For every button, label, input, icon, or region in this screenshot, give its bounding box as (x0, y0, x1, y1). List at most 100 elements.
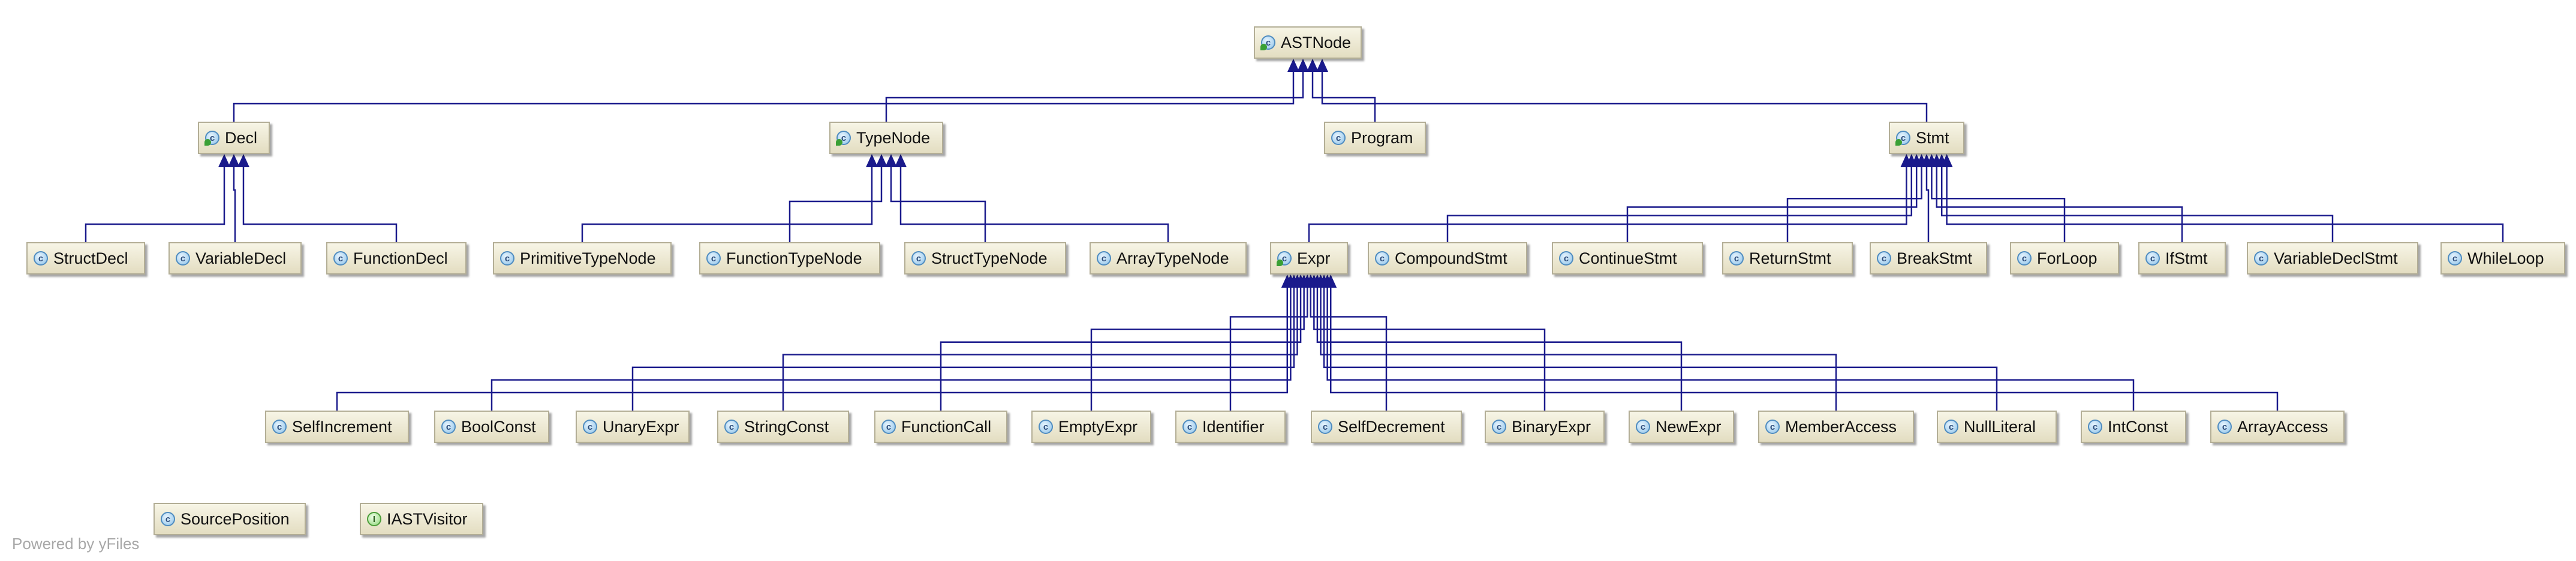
node-label: ReturnStmt (1749, 249, 1831, 267)
class-icon: c (1492, 420, 1506, 434)
node-returnstmt[interactable]: c ReturnStmt (1722, 242, 1853, 275)
node-structdecl[interactable]: c StructDecl (26, 242, 145, 275)
inheritance-edge-functioncall (940, 288, 1302, 411)
node-functioncall[interactable]: c FunctionCall (874, 411, 1007, 443)
node-variabledecl[interactable]: c VariableDecl (168, 242, 302, 275)
watermark: Powered by yFiles (12, 535, 140, 553)
inheritance-edge-emptyexpr (1090, 288, 1305, 411)
arrowhead-arraytypenode (895, 154, 907, 167)
class-icon: c (34, 251, 48, 266)
node-label: FunctionCall (901, 417, 992, 436)
node-expr[interactable]: c Expr (1270, 242, 1348, 275)
node-forloop[interactable]: c ForLoop (2010, 242, 2119, 275)
node-label: StructTypeNode (931, 249, 1048, 267)
inheritance-edge-newexpr (1316, 288, 1683, 411)
node-stmt[interactable]: c Stmt (1889, 122, 1964, 154)
class-icon: c (2017, 251, 2032, 266)
class-icon: c (706, 251, 721, 266)
inheritance-edge-binaryexpr (1313, 288, 1546, 411)
arrowhead-functiontypenode (875, 154, 887, 167)
inheritance-edge-memberaccess (1320, 288, 1837, 411)
node-program[interactable]: c Program (1324, 122, 1426, 154)
node-selfincrement[interactable]: c SelfIncrement (265, 411, 409, 443)
node-label: StringConst (744, 417, 829, 436)
node-typenode[interactable]: c TypeNode (829, 122, 943, 154)
inheritance-edge-ifstmt (1936, 167, 2183, 242)
class-icon: c (441, 420, 456, 434)
node-ifstmt[interactable]: c IfStmt (2138, 242, 2226, 275)
node-label: ASTNode (1281, 33, 1352, 52)
node-label: BoolConst (461, 417, 536, 436)
node-intconst[interactable]: c IntConst (2081, 411, 2186, 443)
arrowhead-typenode (1297, 59, 1309, 72)
arrowhead-primitivetypenode (866, 154, 878, 167)
node-whileloop[interactable]: c WhileLoop (2440, 242, 2565, 275)
node-memberaccess[interactable]: c MemberAccess (1758, 411, 1914, 443)
class-icon: c (1039, 420, 1053, 434)
node-label: Program (1351, 128, 1413, 147)
node-newexpr[interactable]: c NewExpr (1629, 411, 1734, 443)
node-stringconst[interactable]: c StringConst (717, 411, 849, 443)
node-label: StructDecl (53, 249, 128, 267)
node-astnode[interactable]: c ASTNode (1254, 26, 1362, 59)
class-icon: c (333, 251, 348, 266)
node-label: ArrayTypeNode (1117, 249, 1229, 267)
node-nullliteral[interactable]: c NullLiteral (1937, 411, 2057, 443)
node-label: MemberAccess (1785, 417, 1897, 436)
arrowhead-structdecl (218, 154, 230, 167)
class-icon: c (2448, 251, 2462, 266)
node-identifier[interactable]: c Identifier (1175, 411, 1286, 443)
node-breakstmt[interactable]: c BreakStmt (1870, 242, 1987, 275)
inheritance-edge-identifier (1229, 288, 1308, 411)
class-icon: c (724, 420, 739, 434)
node-arrayaccess[interactable]: c ArrayAccess (2210, 411, 2345, 443)
node-iastvisitor[interactable]: I IASTVisitor (360, 503, 483, 535)
abstract-class-icon: c (1260, 35, 1275, 50)
inheritance-edge-structtypenode (890, 167, 986, 242)
node-functiondecl[interactable]: c FunctionDecl (326, 242, 467, 275)
class-icon: c (272, 420, 287, 434)
inheritance-edge-compoundstmt (1446, 167, 1913, 242)
class-icon: c (1097, 251, 1111, 266)
node-label: BinaryExpr (1512, 417, 1591, 436)
node-label: FunctionDecl (353, 249, 448, 267)
node-unaryexpr[interactable]: c UnaryExpr (576, 411, 690, 443)
inheritance-edge-structdecl (85, 167, 225, 242)
class-icon: c (911, 251, 926, 266)
arrowhead-functiondecl (237, 154, 249, 167)
node-functiontypenode[interactable]: c FunctionTypeNode (699, 242, 880, 275)
node-sourceposition[interactable]: c SourcePosition (154, 503, 306, 535)
node-label: ArrayAccess (2237, 417, 2328, 436)
node-primitivetypenode[interactable]: c PrimitiveTypeNode (493, 242, 672, 275)
inheritance-edge-decl (233, 72, 1295, 122)
node-boolconst[interactable]: c BoolConst (434, 411, 549, 443)
node-emptyexpr[interactable]: c EmptyExpr (1031, 411, 1151, 443)
node-variabledeclstmt[interactable]: c VariableDeclStmt (2247, 242, 2418, 275)
node-label: BreakStmt (1897, 249, 1973, 267)
node-compoundstmt[interactable]: c CompoundStmt (1368, 242, 1527, 275)
node-label: SelfDecrement (1338, 417, 1445, 436)
arrowhead-stmt (1316, 59, 1328, 72)
node-label: WhileLoop (2467, 249, 2544, 267)
node-structtypenode[interactable]: c StructTypeNode (904, 242, 1066, 275)
node-continuestmt[interactable]: c ContinueStmt (1552, 242, 1703, 275)
abstract-class-icon: c (836, 131, 851, 146)
node-label: IfStmt (2165, 249, 2208, 267)
inheritance-edge-boolconst (490, 288, 1292, 411)
node-decl[interactable]: c Decl (198, 122, 270, 154)
node-label: UnaryExpr (603, 417, 679, 436)
abstract-class-icon: c (204, 131, 219, 146)
inheritance-edge-intconst (1326, 288, 2135, 411)
class-icon: c (1729, 251, 1744, 266)
node-selfdecrement[interactable]: c SelfDecrement (1311, 411, 1462, 443)
inheritance-edge-functiondecl (242, 167, 398, 242)
node-arraytypenode[interactable]: c ArrayTypeNode (1090, 242, 1247, 275)
inheritance-edge-continuestmt (1626, 167, 1918, 242)
node-label: PrimitiveTypeNode (520, 249, 656, 267)
inheritance-edge-primitivetypenode (581, 167, 873, 242)
inheritance-edge-unaryexpr (631, 288, 1295, 411)
arrowhead-program (1307, 59, 1319, 72)
node-binaryexpr[interactable]: c BinaryExpr (1485, 411, 1605, 443)
node-label: Decl (225, 128, 258, 147)
